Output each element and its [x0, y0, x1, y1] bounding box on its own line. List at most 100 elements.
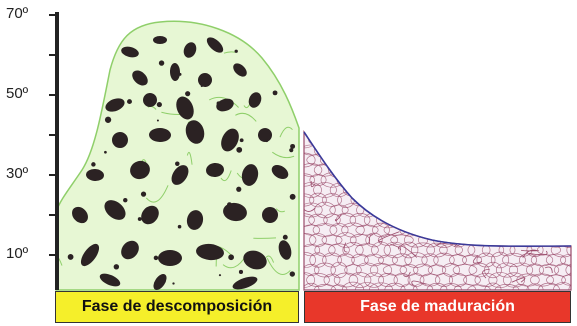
mesh-cell — [517, 192, 540, 207]
mesh-strand — [508, 221, 515, 228]
axis-tick-label: 10º — [6, 246, 28, 261]
mesh-cell — [490, 153, 510, 166]
mesh-cell — [560, 153, 577, 168]
mesh-cell — [456, 183, 475, 197]
mesh-cell — [531, 193, 553, 206]
organic-speck — [250, 262, 256, 268]
mesh-cell — [337, 172, 355, 187]
organic-speck — [217, 101, 221, 105]
mesh-cell — [519, 133, 538, 147]
organic-speck — [269, 53, 272, 56]
mesh-cell — [474, 194, 498, 206]
mesh-strand — [533, 203, 540, 211]
mesh-cell — [511, 222, 531, 238]
mesh-cell — [469, 145, 490, 156]
organic-speck — [290, 194, 296, 200]
organic-clump — [153, 36, 167, 44]
mesh-cell — [510, 165, 533, 175]
mesh-cell — [426, 203, 447, 216]
mesh-cell — [539, 184, 558, 196]
mesh-cell — [454, 143, 476, 157]
mesh-cell — [447, 134, 470, 146]
mesh-cell — [342, 162, 364, 178]
mesh-cell — [525, 143, 546, 157]
organic-speck — [105, 117, 111, 123]
mesh-cell — [547, 193, 565, 206]
mesh-cell — [398, 203, 421, 217]
mesh-cell — [488, 195, 512, 205]
decomposition-phase-label: Fase de descomposición — [55, 291, 299, 323]
mesh-cell — [470, 163, 488, 177]
mesh-cell — [524, 164, 546, 176]
mesh-cell — [518, 213, 539, 228]
mesh-cell — [545, 233, 567, 248]
mesh-cell — [512, 204, 530, 215]
mesh-cell — [384, 143, 406, 157]
mesh-cell — [385, 184, 405, 195]
mesh-strand — [443, 165, 448, 169]
mesh-cell — [433, 172, 455, 188]
mesh-cell — [489, 173, 512, 187]
organic-speck — [73, 97, 79, 103]
organic-speck — [236, 147, 242, 153]
mesh-cell — [496, 224, 518, 237]
mesh-cell — [506, 234, 523, 245]
mesh-cell — [477, 155, 495, 165]
mesh-cell — [377, 154, 400, 165]
mesh-cell — [370, 164, 392, 175]
mesh-cell — [439, 183, 463, 196]
mesh-cell — [538, 144, 561, 155]
mesh-cell — [568, 185, 577, 195]
mesh-cell — [559, 194, 577, 205]
mesh-cell — [569, 204, 577, 216]
organic-speck — [62, 143, 64, 145]
mesh-cell — [478, 235, 495, 246]
mesh-cell — [490, 134, 511, 145]
mesh-cell — [330, 144, 347, 155]
mesh-cell — [392, 213, 412, 228]
mesh-cell — [469, 183, 490, 197]
mesh-cell — [552, 165, 574, 175]
mesh-cell — [467, 204, 491, 216]
organic-speck — [157, 119, 159, 121]
fiber — [59, 123, 80, 140]
organic-clump — [158, 250, 182, 266]
mesh-cell — [358, 145, 375, 156]
mesh-cell — [323, 132, 342, 147]
mesh-cell — [364, 174, 384, 186]
mesh-cell — [419, 173, 442, 188]
temperature-axis — [49, 12, 58, 290]
mesh-cell — [519, 233, 538, 247]
mesh-cell — [482, 202, 504, 218]
mesh-cell — [558, 215, 577, 225]
mesh-strand — [535, 167, 546, 171]
mesh-cell — [538, 225, 559, 236]
mesh-cell — [541, 203, 557, 216]
mesh-cell — [502, 133, 525, 148]
mesh-cell — [413, 164, 433, 176]
mesh-cell — [553, 185, 572, 196]
organic-speck — [239, 270, 243, 274]
mesh-cell — [497, 203, 518, 217]
organic-speck — [127, 99, 132, 104]
mesh-cell — [566, 144, 577, 156]
mesh-cell — [357, 183, 377, 198]
organic-speck — [240, 138, 244, 142]
mesh-cell — [392, 193, 413, 206]
organic-speck — [283, 235, 288, 240]
mesh-cell — [525, 204, 545, 217]
mesh-cell — [450, 212, 466, 227]
mesh-cell — [461, 174, 483, 186]
mesh-strand — [516, 190, 527, 199]
mesh-cell — [420, 213, 439, 227]
mesh-cell — [414, 143, 433, 157]
axis-tick-label: 30º — [6, 166, 28, 181]
organic-speck — [285, 79, 291, 85]
mesh-cell — [506, 194, 523, 206]
axis-tick-label: 70º — [6, 6, 28, 21]
mesh-strand — [496, 214, 500, 222]
mesh-cell — [371, 184, 391, 196]
mesh-cell — [329, 162, 350, 178]
mesh-cell — [405, 133, 426, 147]
